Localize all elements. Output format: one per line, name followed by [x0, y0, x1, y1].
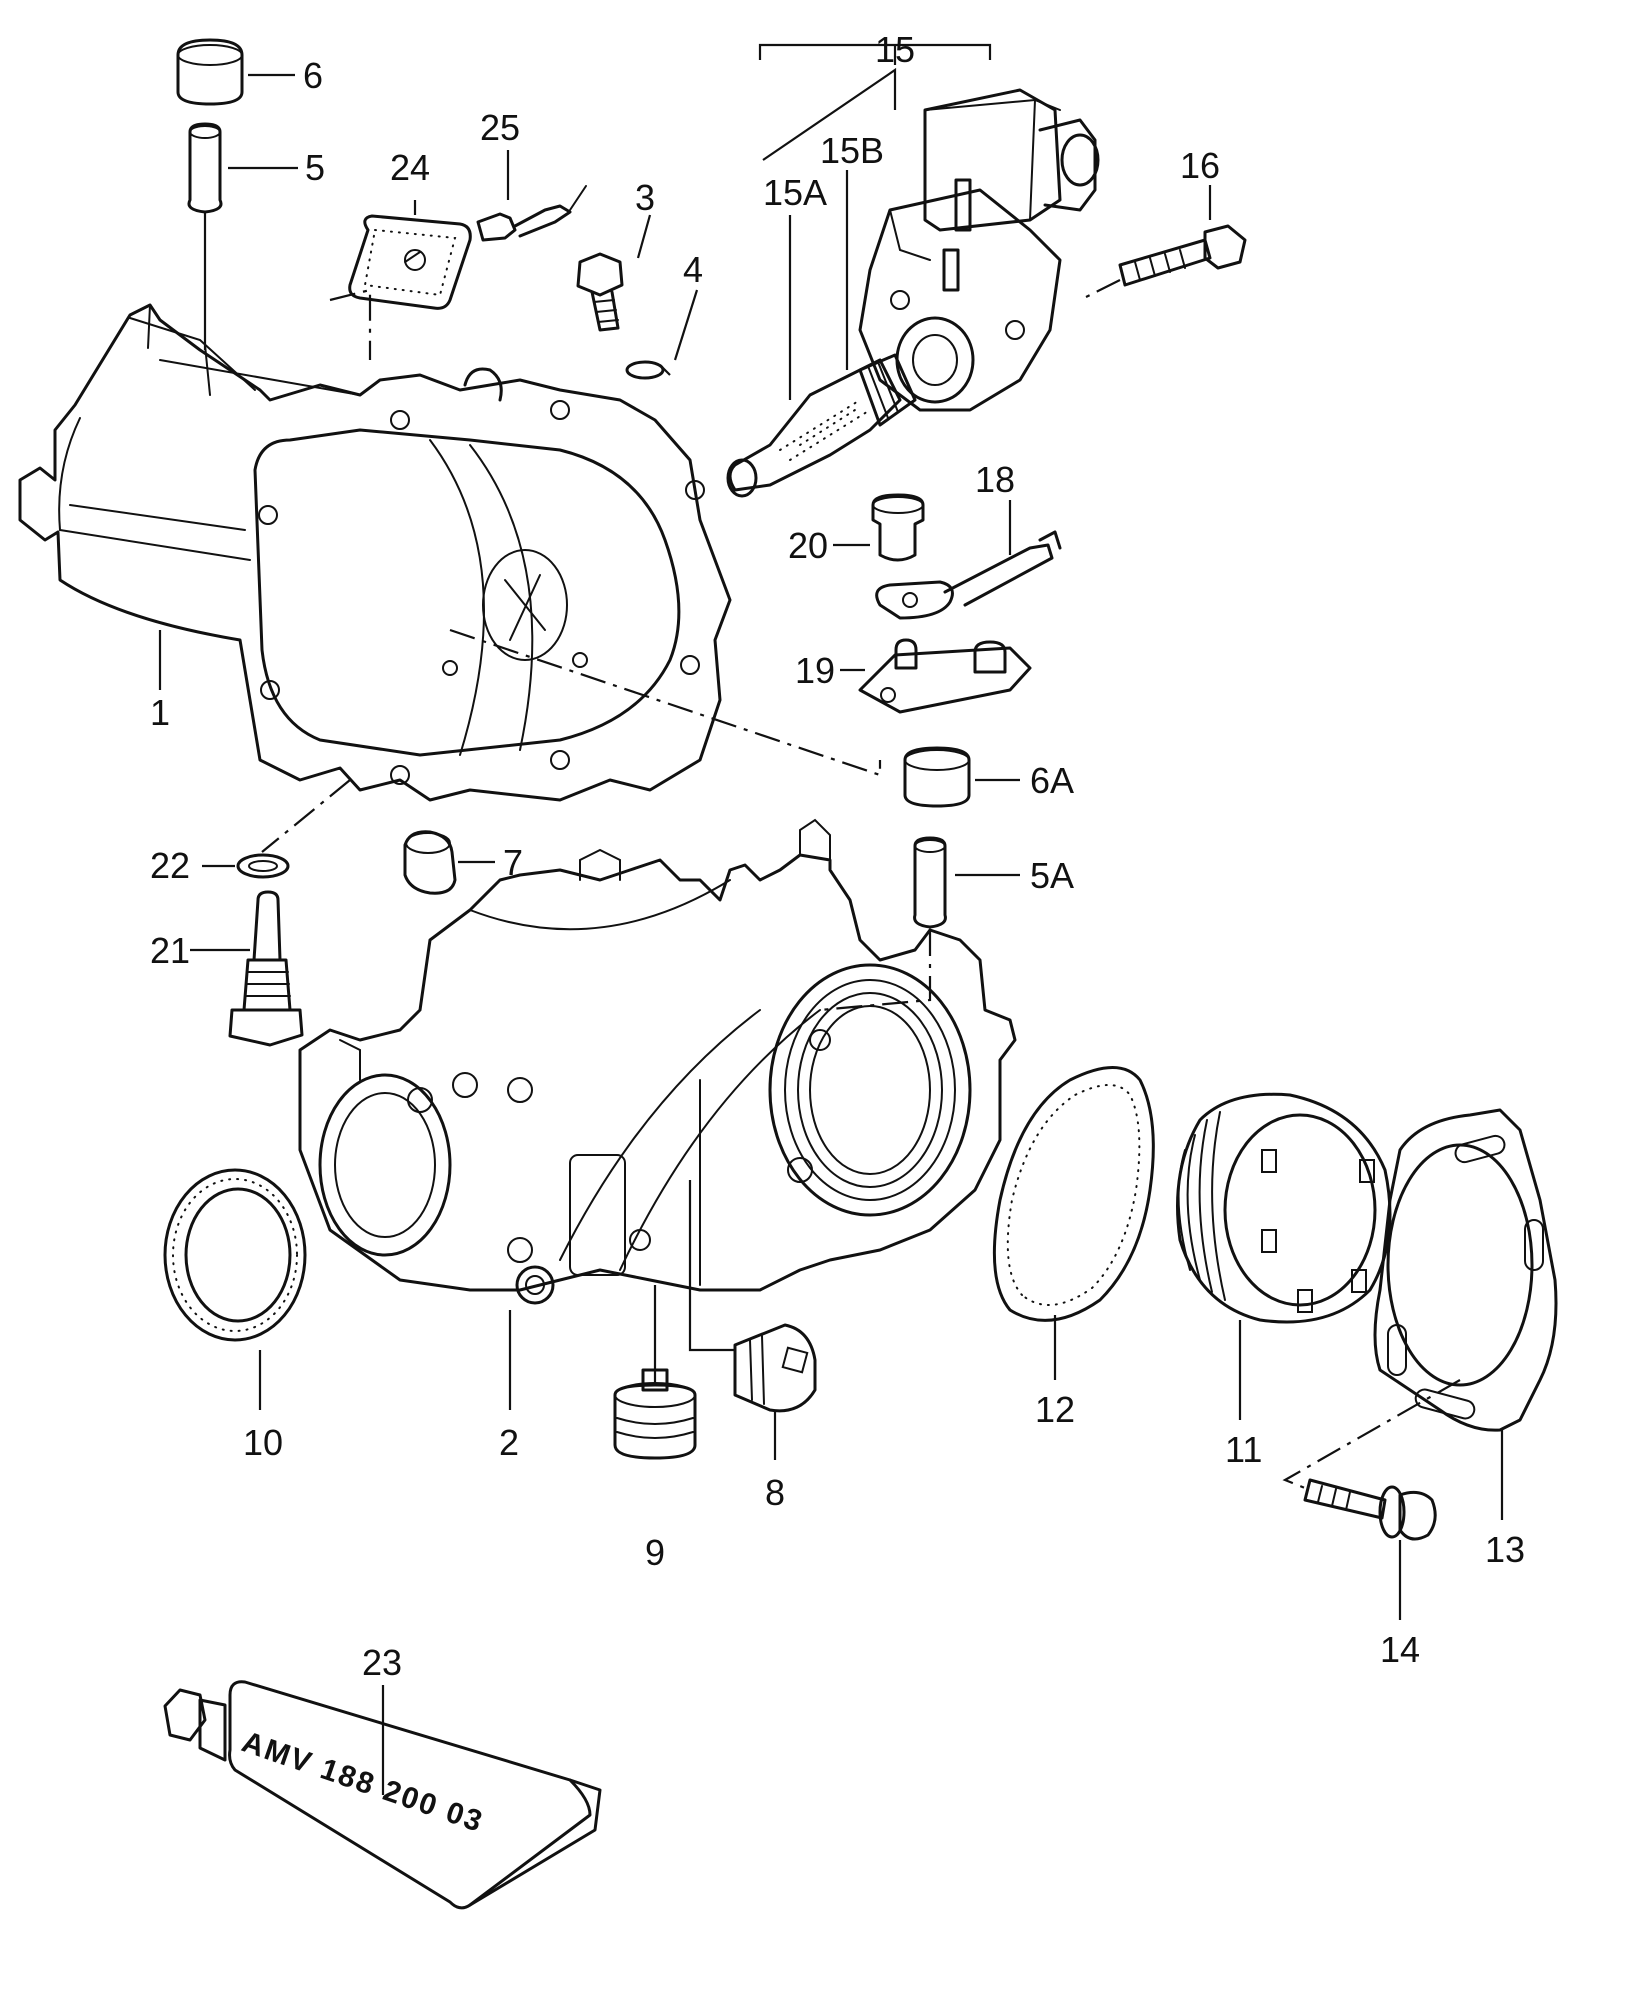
part-21-plug	[228, 890, 304, 1047]
label-16: 16	[1180, 145, 1220, 186]
label-25: 25	[480, 107, 520, 148]
label-22: 22	[150, 845, 190, 886]
housing-main	[298, 818, 1017, 1305]
label-15a: 15A	[763, 172, 827, 213]
part-20-plug	[871, 493, 925, 562]
part-11-ring	[1176, 1092, 1392, 1324]
label-1: 1	[150, 692, 170, 733]
part-15b-ring	[858, 353, 917, 427]
label-23: 23	[362, 1642, 402, 1683]
label-5: 5	[305, 147, 325, 188]
label-18: 18	[975, 459, 1015, 500]
label-24: 24	[390, 147, 430, 188]
alignment-lines	[261, 279, 1461, 1492]
callout-labels: 6 5 24 25 3 4 1 15 15A 15B 16 18 20 19 6…	[150, 29, 1525, 1683]
part-9-plug	[613, 1368, 697, 1460]
part-14-bolt	[1303, 1478, 1437, 1541]
part-16-bolt	[1118, 224, 1247, 287]
part-4-oring	[625, 360, 665, 380]
part-25-pin	[476, 185, 587, 242]
label-10: 10	[243, 1422, 283, 1463]
label-5a: 5A	[1030, 855, 1074, 896]
part-10-seal	[163, 1168, 307, 1342]
label-12: 12	[1035, 1389, 1075, 1430]
part-12-gasket	[992, 1066, 1155, 1322]
label-6: 6	[303, 55, 323, 96]
part-5a-sleeve	[913, 836, 947, 929]
label-4: 4	[683, 249, 703, 290]
part-3-bolt	[576, 252, 624, 332]
part-7-sleeve	[403, 830, 457, 895]
leader-lines	[158, 43, 1504, 1795]
label-8: 8	[765, 1472, 785, 1513]
label-7: 7	[503, 842, 523, 883]
part-6a-cap	[903, 746, 971, 808]
part-24-plate	[348, 214, 472, 310]
part-15-actuator	[858, 88, 1100, 412]
label-15b: 15B	[820, 130, 884, 171]
label-15: 15	[875, 29, 915, 70]
label-6a: 6A	[1030, 760, 1074, 801]
label-9: 9	[645, 1532, 665, 1573]
part-19-bracket	[858, 638, 1032, 714]
label-2: 2	[499, 1422, 519, 1463]
part-5-sleeve	[187, 122, 223, 214]
label-13: 13	[1485, 1529, 1525, 1570]
housing-cover	[18, 303, 732, 802]
label-21: 21	[150, 930, 190, 971]
part-15a-boot	[726, 358, 902, 498]
label-3: 3	[635, 177, 655, 218]
label-11: 11	[1225, 1429, 1262, 1470]
part-18-sender	[875, 530, 1062, 620]
part-6-cap	[176, 38, 244, 106]
part-8-plug	[733, 1323, 817, 1413]
label-14: 14	[1380, 1629, 1420, 1670]
part-22-washer	[236, 853, 290, 879]
label-20: 20	[788, 525, 828, 566]
part-13-plate	[1373, 1108, 1558, 1432]
label-19: 19	[795, 650, 835, 691]
